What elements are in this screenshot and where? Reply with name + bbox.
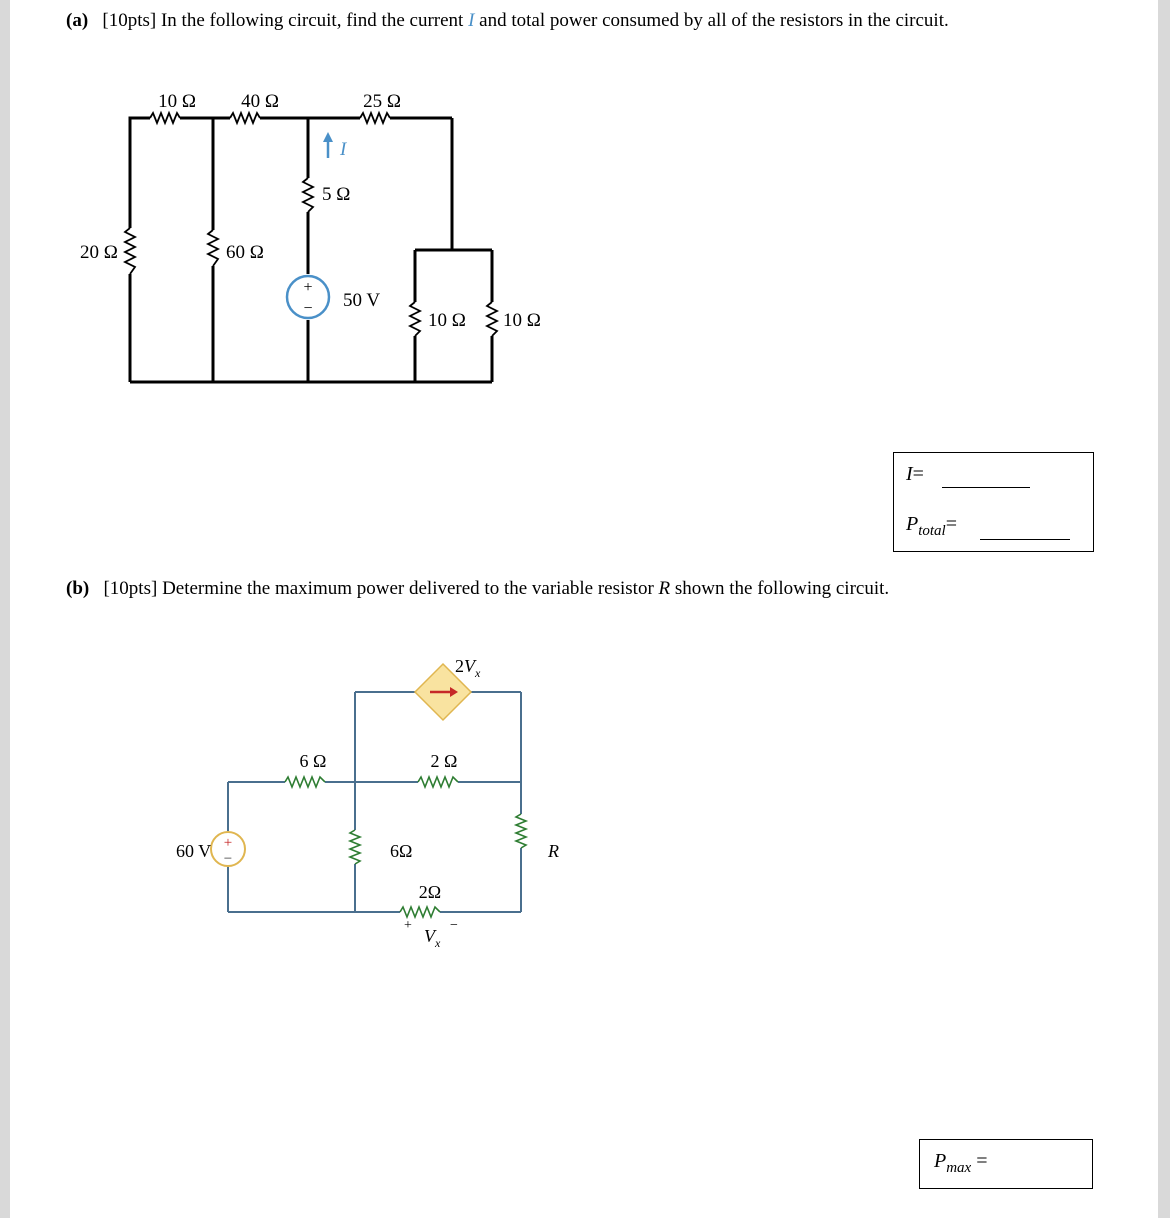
voltage-source-60v (210, 831, 246, 867)
voltage-source-50v (285, 274, 331, 320)
resistor-40 (229, 110, 261, 126)
resistor-r-variable (513, 813, 529, 849)
question-b-text-1: Determine the maximum power delivered to… (162, 578, 654, 599)
answer-box-a[interactable]: I= Ptotal= (893, 452, 1094, 552)
label-r10-top: 10 Ω (158, 91, 196, 112)
question-b-var-r: R (658, 578, 671, 599)
vx-minus: − (450, 918, 458, 933)
page: (a) [10pts] In the following circuit, fi… (10, 0, 1158, 1218)
resistor-25 (359, 110, 391, 126)
question-b: (b) [10pts] Determine the maximum power … (66, 578, 889, 600)
question-a-text-1: In the following circuit, find the curre… (160, 10, 464, 31)
resistor-10-top (149, 110, 181, 126)
question-a-label: (a) (66, 10, 89, 31)
question-a-var-i: I (468, 10, 475, 31)
label-r10-b: 10 Ω (503, 310, 541, 331)
answer-i-blank[interactable] (942, 487, 1030, 488)
answer-i-label: I (906, 463, 913, 485)
label-r20: 20 Ω (80, 242, 118, 263)
arrow-right-icon (450, 687, 458, 697)
label-r-variable: R (547, 841, 559, 861)
question-b-points: [10pts] (103, 578, 158, 599)
resistor-10-b (484, 301, 500, 337)
answer-p-line: Ptotal= (906, 513, 957, 540)
resistor-6-vert (347, 829, 363, 865)
resistor-60 (205, 229, 221, 267)
label-vx: Vx (424, 926, 441, 950)
label-r60: 60 Ω (226, 242, 264, 263)
label-r2-bottom: 2Ω (419, 882, 441, 902)
answer-i-equals: = (912, 463, 924, 485)
question-a-points: [10pts] (102, 10, 157, 31)
resistor-6-top (284, 774, 326, 790)
source-minus: − (303, 300, 312, 317)
question-a-text-2: and total power consumed by all of the r… (479, 10, 949, 31)
wire-left-top (128, 116, 150, 228)
label-current-i: I (339, 139, 348, 160)
answer-box-b[interactable]: Pmax = (919, 1139, 1093, 1189)
label-r10-a: 10 Ω (428, 310, 466, 331)
circuit-a: + − 10 Ω 40 Ω 25 Ω I 5 Ω 20 Ω 60 Ω 50 V … (80, 91, 541, 384)
label-dep-source: 2Vx (455, 656, 481, 680)
answer-pmax-sub: max (946, 1160, 972, 1176)
resistor-2-bottom (399, 904, 441, 920)
answer-p-sub: total (918, 523, 946, 539)
label-r6-vert: 6Ω (390, 841, 412, 861)
answer-p-label: P (906, 513, 919, 535)
label-r40: 40 Ω (241, 91, 279, 112)
source-b-minus: − (224, 851, 232, 867)
answer-p-equals: = (945, 513, 958, 535)
resistor-2-mid (417, 774, 459, 790)
label-60v: 60 V (176, 841, 211, 861)
label-50v: 50 V (343, 290, 380, 311)
source-b-plus: + (224, 835, 232, 851)
resistor-5 (300, 177, 316, 213)
answer-pmax-equals: = (976, 1150, 988, 1172)
dependent-current-source (413, 662, 473, 722)
resistor-20 (122, 227, 138, 275)
answer-pmax-line: Pmax = (934, 1150, 988, 1177)
label-r2-mid: 2 Ω (431, 751, 458, 771)
label-r25: 25 Ω (363, 91, 401, 112)
answer-pmax-label: P (934, 1150, 947, 1172)
current-arrow-icon (323, 132, 333, 158)
question-b-label: (b) (66, 578, 90, 599)
answer-i-line: I= (906, 463, 924, 486)
resistor-10-a (407, 301, 423, 337)
label-r6-top: 6 Ω (300, 751, 327, 771)
label-r5: 5 Ω (322, 184, 350, 205)
vx-plus: + (404, 918, 412, 933)
source-plus: + (303, 279, 312, 296)
answer-p-blank[interactable] (980, 539, 1070, 540)
question-b-text-2: shown the following circuit. (674, 578, 890, 599)
circuit-b: + − 2Vx 6 Ω 2 Ω 60 V 6Ω 2Ω + − Vx R (176, 656, 559, 950)
question-a: (a) [10pts] In the following circuit, fi… (66, 10, 949, 32)
